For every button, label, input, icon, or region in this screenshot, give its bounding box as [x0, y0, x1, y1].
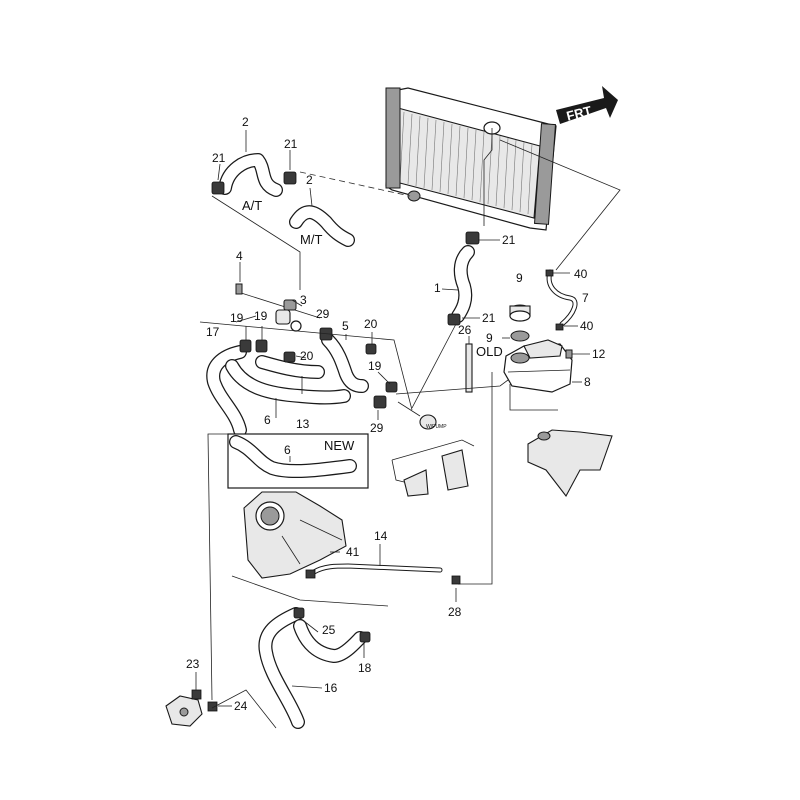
clamp-21-radiator [465, 231, 480, 245]
bolt-12 [565, 349, 573, 359]
clamp-18 [359, 631, 371, 643]
callout-24: 24 [234, 699, 248, 713]
callout-2-mt: 2 [306, 173, 313, 187]
callout-28: 28 [448, 605, 462, 619]
front-direction-arrow: FRT [556, 86, 618, 124]
clamp-20-mid [283, 351, 296, 363]
hose-5 [321, 333, 369, 393]
callout-18: 18 [358, 661, 372, 675]
callout-7: 7 [582, 291, 589, 305]
clamp-21-right [283, 171, 297, 185]
callout-17: 17 [206, 325, 220, 339]
callout-21-topleft: 21 [212, 151, 226, 165]
clamp-41 [305, 569, 316, 579]
bolt-26 [465, 343, 473, 393]
callout-21-radiator: 21 [502, 233, 516, 247]
pipe-bracket-a [403, 469, 429, 497]
callout-4: 4 [236, 249, 243, 263]
callout-21-hose1: 21 [482, 311, 496, 325]
upper-hose-at [218, 153, 283, 197]
callout-29-bottom: 29 [370, 421, 384, 435]
clamp-21-hose1 [447, 313, 461, 326]
heater-pipe-14 [311, 563, 443, 575]
engine-outlet-flange [165, 695, 203, 727]
callout-23: 23 [186, 657, 200, 671]
throttle-body-housing [243, 491, 347, 579]
overflow-hose-7 [546, 269, 578, 327]
upper-hose-mt [289, 205, 355, 247]
clamp-20-top [365, 343, 377, 355]
callout-1: 1 [434, 281, 441, 295]
callout-16: 16 [324, 681, 338, 695]
bypass-hose-6 [225, 359, 351, 405]
callout-5: 5 [342, 319, 349, 333]
thermostat-housing [275, 299, 302, 332]
callout-41: 41 [346, 545, 360, 559]
hose-13 [255, 355, 325, 379]
clamp-28 [451, 575, 461, 585]
label-mt: M/T [300, 232, 322, 247]
callout-26: 26 [458, 323, 472, 337]
callout-20-mid: 20 [300, 349, 314, 363]
callout-19-right: 19 [368, 359, 382, 373]
water-pump-label: W/PUMP [426, 424, 447, 430]
clamp-29-bottom [373, 395, 387, 409]
callout-19-mid: 19 [254, 309, 268, 323]
callout-13: 13 [296, 417, 310, 431]
clamp-19-mid [255, 339, 268, 353]
callout-8: 8 [584, 375, 591, 389]
heater-hose-17 [206, 345, 247, 437]
callout-2-at: 2 [242, 115, 249, 129]
callout-14: 14 [374, 529, 388, 543]
new-variant-box [227, 433, 369, 489]
clamp-24 [207, 701, 218, 712]
pipe-bracket-b [441, 449, 469, 491]
callout-6-new: 6 [284, 443, 291, 457]
callout-labels: 2 21 21 A/T 2 M/T 21 4 1 9 40 7 3 21 19 … [186, 115, 606, 713]
callout-40-top: 40 [574, 267, 588, 281]
water-pump-connection: W/PUMP [419, 414, 447, 430]
callout-21-topright: 21 [284, 137, 298, 151]
callout-12: 12 [592, 347, 606, 361]
radiator [385, 87, 557, 231]
reservoir-bracket [527, 429, 613, 498]
callout-9-top: 9 [516, 271, 523, 285]
callout-9-bottom: 9 [486, 331, 493, 345]
heater-hose-16 [258, 607, 367, 729]
callout-6: 6 [264, 413, 271, 427]
radiator-lower-hose [451, 245, 475, 323]
callout-29-top: 29 [316, 307, 330, 321]
callout-40-bottom: 40 [580, 319, 594, 333]
reservoir-cap-9-top [509, 304, 531, 322]
callout-19-left: 19 [230, 311, 244, 325]
clamp-21-left [211, 181, 225, 195]
clamp-19-right [385, 381, 398, 393]
callout-25: 25 [322, 623, 336, 637]
clamp-23 [191, 689, 202, 700]
clamp-40-top [545, 269, 554, 277]
bolt-4 [235, 283, 243, 295]
front-arrow-label: FRT [565, 103, 593, 124]
label-new: NEW [324, 438, 355, 453]
clamp-40-bottom [555, 323, 564, 331]
callout-3: 3 [300, 293, 307, 307]
reservoir-cap-9-bottom [510, 330, 530, 342]
coolant-reservoir [503, 339, 573, 393]
label-old: OLD [476, 344, 503, 359]
clamp-25 [293, 607, 305, 619]
label-at: A/T [242, 198, 262, 213]
clamp-19-left [239, 339, 252, 353]
callout-20-top: 20 [364, 317, 378, 331]
